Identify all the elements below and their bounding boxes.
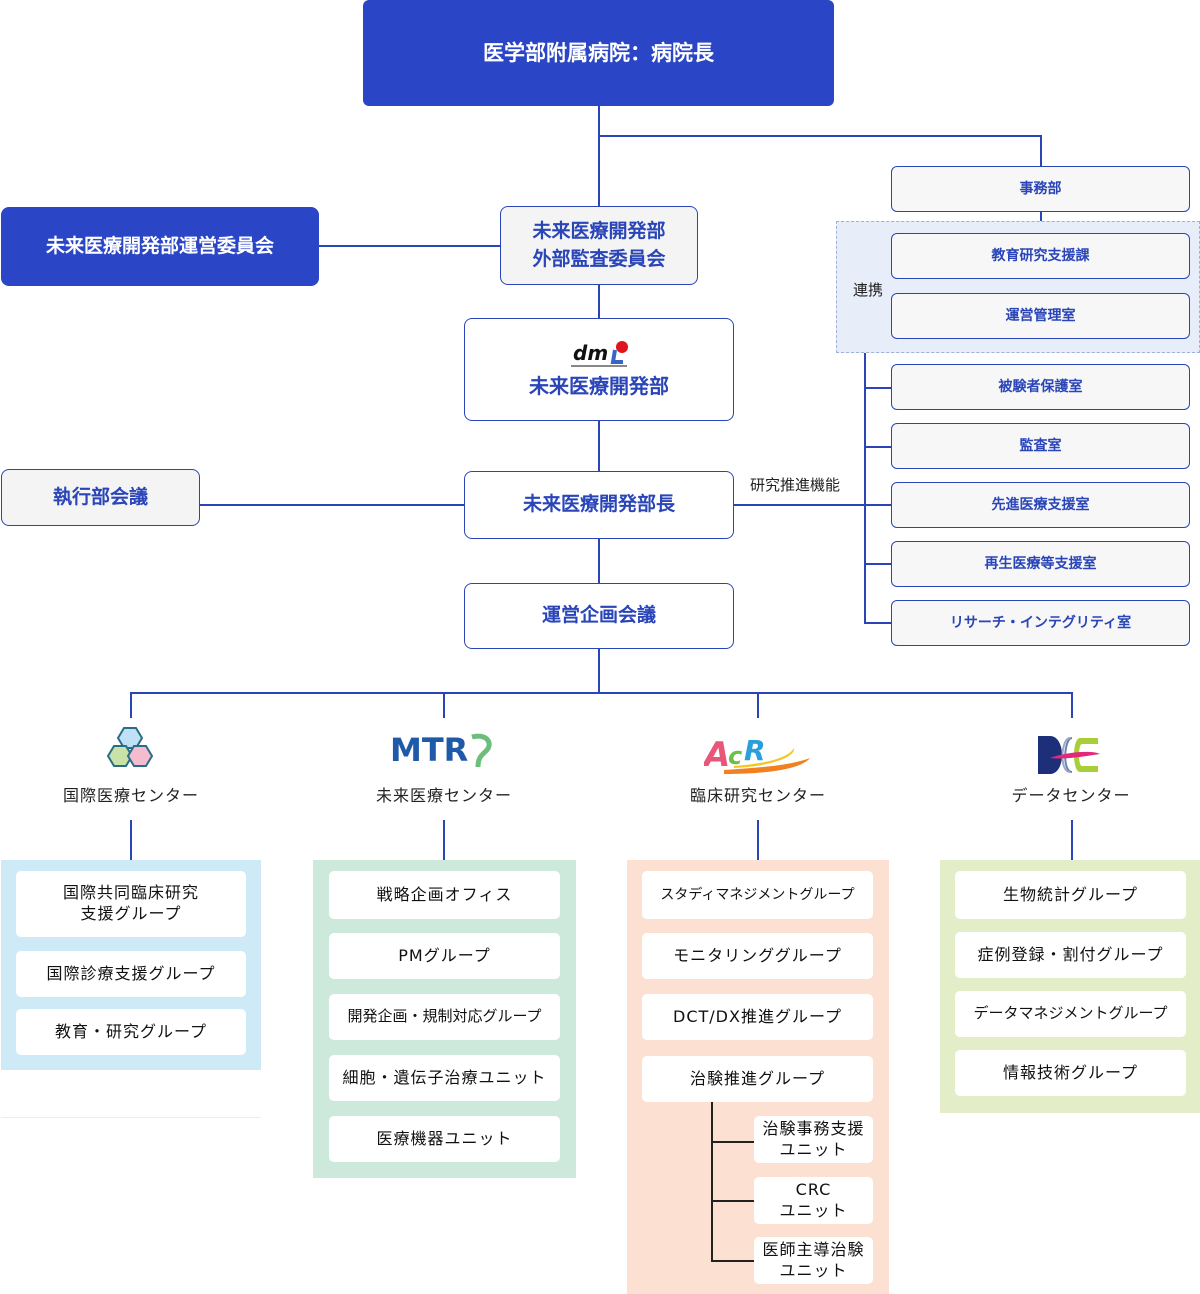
group-item[interactable]: 国際共同臨床研究 支援グループ bbox=[16, 871, 246, 937]
connector bbox=[1040, 135, 1042, 167]
svg-text:c: c bbox=[728, 742, 742, 770]
connector bbox=[1071, 692, 1073, 718]
executive-meeting-box[interactable]: 執行部会議 bbox=[1, 469, 200, 526]
center-name: 国際医療センター bbox=[62, 786, 199, 805]
office-box[interactable]: リサーチ・インテグリティ室 bbox=[891, 600, 1190, 646]
connector bbox=[130, 692, 132, 718]
steering-committee-box[interactable]: 未来医療開発部運営委員会 bbox=[1, 207, 319, 286]
executive-meeting-label: 執行部会議 bbox=[52, 485, 148, 508]
operations-management-box[interactable]: 運営管理室 bbox=[891, 293, 1190, 339]
department-head-label: 未来医療開発部長 bbox=[522, 493, 675, 516]
unit-connector bbox=[711, 1200, 755, 1202]
connector bbox=[864, 504, 892, 506]
group-item[interactable]: 教育・研究グループ bbox=[16, 1009, 246, 1055]
dmi-logo: dm bbox=[571, 341, 628, 367]
group-item[interactable]: スタディマネジメントグループ bbox=[642, 871, 873, 919]
group-item[interactable]: モニタリンググループ bbox=[642, 933, 873, 979]
research-function-label: 研究推進機能 bbox=[750, 476, 841, 494]
group-item[interactable]: PMグループ bbox=[329, 933, 560, 979]
connector bbox=[598, 649, 600, 693]
svg-text:MTR: MTR bbox=[390, 731, 468, 769]
office-label: 先進医療支援室 bbox=[991, 496, 1090, 513]
connector bbox=[864, 446, 892, 448]
office-label: 再生医療等支援室 bbox=[984, 555, 1097, 572]
svg-text:A: A bbox=[704, 735, 730, 775]
department-label: 未来医療開発部 bbox=[529, 374, 669, 398]
group-item[interactable]: 戦略企画オフィス bbox=[329, 871, 560, 919]
group-item[interactable]: 治験推進グループ bbox=[642, 1056, 873, 1102]
office-box[interactable]: 被験者保護室 bbox=[891, 364, 1190, 410]
dcc-logo bbox=[1038, 736, 1100, 774]
department-box[interactable]: dm 未来医療開発部 bbox=[464, 318, 734, 421]
group-item[interactable]: DCT/DX推進グループ bbox=[642, 994, 873, 1040]
international-center-logo bbox=[106, 727, 154, 767]
office-label: リサーチ・インテグリティ室 bbox=[949, 614, 1132, 631]
connector bbox=[733, 504, 865, 506]
connector bbox=[130, 820, 132, 860]
group-item[interactable]: 生物統計グループ bbox=[955, 871, 1186, 919]
group-item[interactable]: 細胞・遺伝子治療ユニット bbox=[329, 1055, 560, 1101]
svg-text:R: R bbox=[744, 734, 766, 767]
unit-connector bbox=[711, 1260, 755, 1262]
center-name: 臨床研究センター bbox=[689, 786, 826, 805]
connector bbox=[598, 106, 600, 208]
office-box[interactable]: 監査室 bbox=[891, 423, 1190, 469]
connector bbox=[864, 318, 866, 624]
connector bbox=[598, 135, 1042, 137]
unit-item[interactable]: 医師主導治験 ユニット bbox=[754, 1237, 873, 1284]
unit-connector bbox=[711, 1141, 755, 1143]
department-head-box[interactable]: 未来医療開発部長 bbox=[464, 471, 734, 539]
office-box[interactable]: 再生医療等支援室 bbox=[891, 541, 1190, 587]
connector bbox=[319, 245, 501, 247]
hospital-director-box[interactable]: 医学部附属病院：病院長 bbox=[363, 0, 834, 106]
connector bbox=[443, 820, 445, 860]
connector bbox=[864, 387, 892, 389]
admin-dept-label: 事務部 bbox=[1019, 180, 1062, 197]
office-label: 被験者保護室 bbox=[998, 378, 1083, 395]
connector bbox=[757, 820, 759, 860]
education-research-support-box[interactable]: 教育研究支援課 bbox=[891, 233, 1190, 279]
connector bbox=[1071, 820, 1073, 860]
connector bbox=[598, 285, 600, 319]
connector bbox=[864, 622, 892, 624]
acr-logo: A c R bbox=[704, 734, 810, 775]
office-box[interactable]: 先進医療支援室 bbox=[891, 482, 1190, 528]
hospital-director-label: 医学部附属病院：病院長 bbox=[483, 40, 714, 65]
office-label: 監査室 bbox=[1019, 437, 1062, 454]
connector bbox=[130, 692, 1073, 694]
group-item[interactable]: 開発企画・規制対応グループ bbox=[329, 994, 560, 1040]
group-item[interactable]: 症例登録・割付グループ bbox=[955, 932, 1186, 978]
office-label: 教育研究支援課 bbox=[991, 247, 1090, 264]
center-name: 未来医療センター bbox=[375, 786, 512, 805]
unit-item[interactable]: CRC ユニット bbox=[754, 1177, 873, 1224]
connector bbox=[200, 504, 465, 506]
admin-dept-box[interactable]: 事務部 bbox=[891, 166, 1190, 212]
connector bbox=[757, 692, 759, 718]
external-audit-committee-box[interactable]: 未来医療開発部 外部監査委員会 bbox=[500, 206, 698, 285]
steering-committee-label: 未来医療開発部運営委員会 bbox=[45, 234, 274, 257]
connector bbox=[598, 539, 600, 583]
center-name: データセンター bbox=[1011, 786, 1131, 805]
office-label: 運営管理室 bbox=[1005, 307, 1076, 324]
group-item[interactable]: 情報技術グループ bbox=[955, 1050, 1186, 1096]
mtr-logo: MTR bbox=[390, 731, 492, 769]
connector bbox=[598, 421, 600, 471]
divider bbox=[1, 1117, 261, 1118]
planning-meeting-box[interactable]: 運営企画会議 bbox=[464, 583, 734, 649]
external-audit-committee-label: 未来医療開発部 外部監査委員会 bbox=[532, 219, 666, 270]
connector bbox=[864, 563, 892, 565]
planning-meeting-label: 運営企画会議 bbox=[541, 604, 656, 627]
unit-connector bbox=[711, 1102, 713, 1260]
cooperation-label: 連携 bbox=[853, 281, 884, 299]
group-item[interactable]: 医療機器ユニット bbox=[329, 1116, 560, 1162]
connector bbox=[443, 692, 445, 718]
group-item[interactable]: データマネジメントグループ bbox=[955, 991, 1186, 1037]
svg-text:dm: dm bbox=[573, 341, 608, 365]
unit-item[interactable]: 治験事務支援 ユニット bbox=[754, 1116, 873, 1163]
group-item[interactable]: 国際診療支援グループ bbox=[16, 951, 246, 997]
